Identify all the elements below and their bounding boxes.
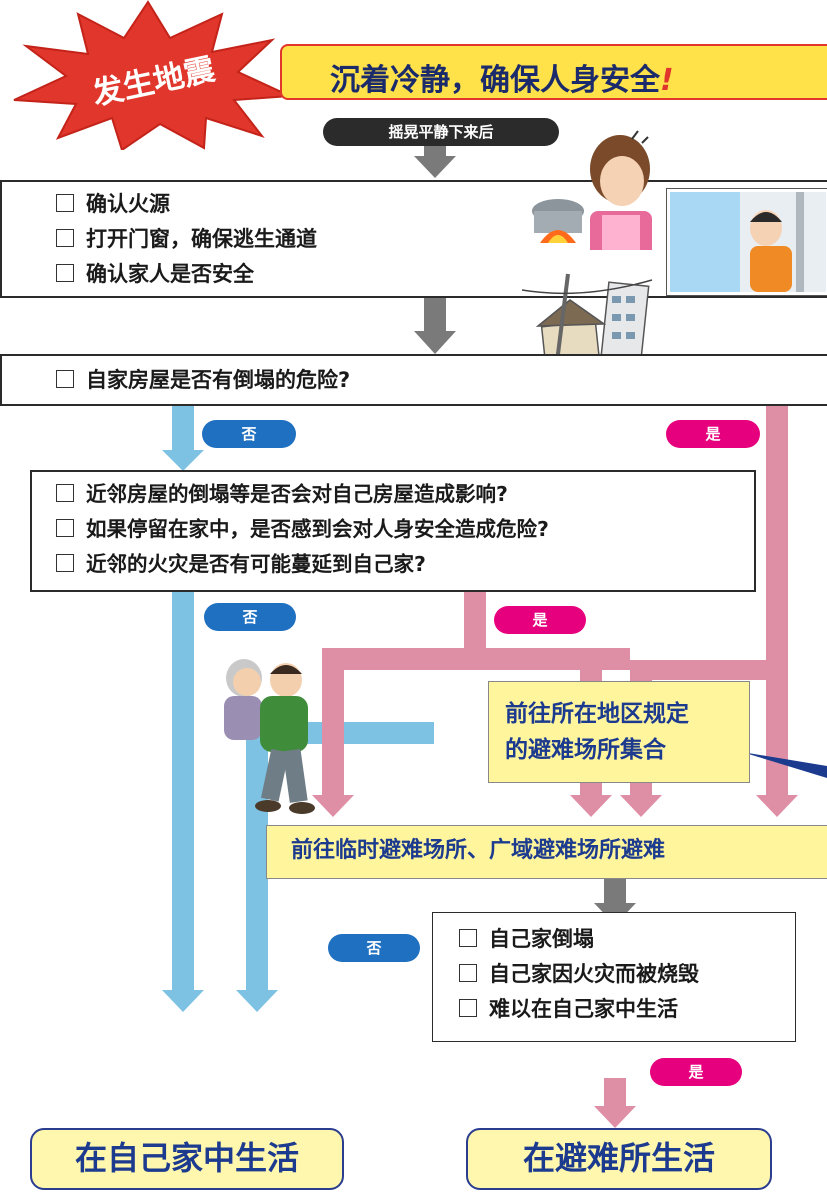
checkbox-icon xyxy=(56,194,74,212)
checklist-item: 近邻的火灾是否有可能蔓延到自己家? xyxy=(56,554,426,575)
checklist-item: 确认火源 xyxy=(56,194,170,215)
checklist-item: 确认家人是否安全 xyxy=(56,264,254,285)
checklist-item: 自己家倒塌 xyxy=(459,929,594,950)
checkbox-icon xyxy=(56,229,74,247)
checklist-item: 如果停留在家中，是否感到会对人身安全造成危险? xyxy=(56,519,549,540)
checklist-item: 自家房屋是否有倒塌的危险? xyxy=(56,370,350,391)
safety-banner: 沉着冷静，确保人身安全! xyxy=(280,44,827,100)
assembly-note-line: 的避难场所集合 xyxy=(505,737,666,763)
result-live-in-shelter: 在避难所生活 xyxy=(466,1128,772,1190)
question-house-collapse: 自家房屋是否有倒塌的危险? xyxy=(0,354,827,406)
label-yes-house: 是 xyxy=(666,420,760,448)
checkbox-icon xyxy=(56,264,74,282)
checkbox-icon xyxy=(56,519,74,537)
result-live-at-home: 在自己家中生活 xyxy=(30,1128,344,1190)
assembly-note: 前往所在地区规定 的避难场所集合 xyxy=(488,681,750,783)
evacuation-carry-illustration xyxy=(224,659,315,814)
label-yes-neighborhood: 是 xyxy=(494,606,586,634)
window-illustration xyxy=(666,188,827,296)
assembly-note-line: 前往所在地区规定 xyxy=(505,701,689,727)
cook-stove-illustration xyxy=(532,130,652,250)
label-no-house: 否 xyxy=(202,420,296,448)
checkbox-icon xyxy=(459,929,477,947)
checkbox-icon xyxy=(459,999,477,1017)
checklist-neighborhood: 近邻房屋的倒塌等是否会对自己房屋造成影响? 如果停留在家中，是否感到会对人身安全… xyxy=(30,470,756,592)
checklist-home-damage: 自己家倒塌 自己家因火灾而被烧毁 难以在自己家中生活 xyxy=(432,912,796,1042)
checkbox-icon xyxy=(56,484,74,502)
checklist-item: 自己家因火灾而被烧毁 xyxy=(459,964,699,985)
checklist-item: 近邻房屋的倒塌等是否会对自己房屋造成影响? xyxy=(56,484,508,505)
safety-banner-mark: ! xyxy=(660,63,674,98)
label-no-neighborhood: 否 xyxy=(204,603,296,631)
checkbox-icon xyxy=(459,964,477,982)
label-no-home: 否 xyxy=(328,934,420,962)
checkbox-icon xyxy=(56,554,74,572)
step-after-shake: 摇晃平静下来后 xyxy=(323,118,559,146)
earthquake-burst xyxy=(13,0,291,150)
label-yes-home: 是 xyxy=(650,1058,742,1086)
safety-banner-text: 沉着冷静，确保人身安全 xyxy=(330,63,660,98)
checklist-item: 打开门窗，确保逃生通道 xyxy=(56,229,317,250)
checklist-item: 难以在自己家中生活 xyxy=(459,999,678,1020)
checkbox-icon xyxy=(56,370,74,388)
evacuate-to-shelter: 前往临时避难场所、广域避难场所避难 xyxy=(266,825,827,879)
